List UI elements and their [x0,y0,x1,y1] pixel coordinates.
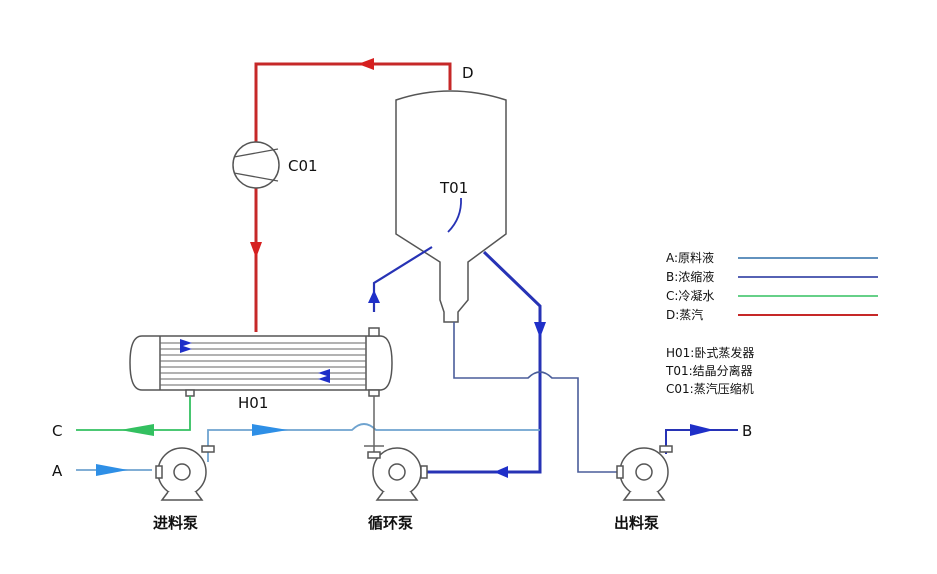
crystallizer-label: T01 [439,179,468,197]
legend-c01-text: C01:蒸汽压缩机 [666,381,754,396]
feed-pump [155,445,215,501]
concentrate-return-line [372,246,433,312]
circulation-riser [364,396,384,452]
legend-t01-text: T01:结晶分离器 [665,363,753,378]
product-arrow [690,424,714,436]
evaporator-label: H01 [238,394,268,412]
circulation-pump-label: 循环泵 [368,514,413,532]
condensate-line [76,396,191,431]
steam-arrow-top [358,58,374,70]
crystallizer-t01 [395,90,507,323]
legend: A:原料液 B:浓缩液 C:冷凝水 D:蒸汽 H01:卧式蒸发器 T01:结晶分… [665,250,878,396]
condensate-arrow [120,424,154,436]
stream-d-label: D [462,64,474,82]
feed-pump-label: 进料泵 [153,514,198,532]
compressor-c01 [232,141,280,189]
tube-flow-arrows [180,339,330,383]
concentrate-return-arrow [368,290,380,303]
stream-a-label: A [52,462,63,480]
discharge-pump [616,445,673,501]
circulation-pump [367,447,428,501]
steam-line [254,62,452,332]
legend-b-text: B:浓缩液 [666,269,714,284]
discharge-line [453,322,618,473]
circulation-line [426,250,542,474]
crystallizer-probe [447,197,462,233]
evaporator-tubes [160,342,366,386]
legend-a-text: A:原料液 [666,250,714,265]
legend-h01-text: H01:卧式蒸发器 [666,345,754,360]
feed-arrow-mid [252,424,288,436]
compressor-label: C01 [288,157,318,175]
stream-b-label: B [742,422,752,440]
legend-d-text: D:蒸汽 [666,307,703,322]
legend-c-text: C:冷凝水 [666,288,714,303]
circulation-arrow-down [534,322,546,338]
product-line [665,429,738,454]
feed-arrow-in [96,464,128,476]
steam-arrow-down [250,242,262,258]
stream-c-label: C [52,422,62,440]
discharge-pump-label: 出料泵 [614,514,659,532]
evaporator-h01 [129,327,393,397]
circulation-arrow-left [494,466,508,478]
